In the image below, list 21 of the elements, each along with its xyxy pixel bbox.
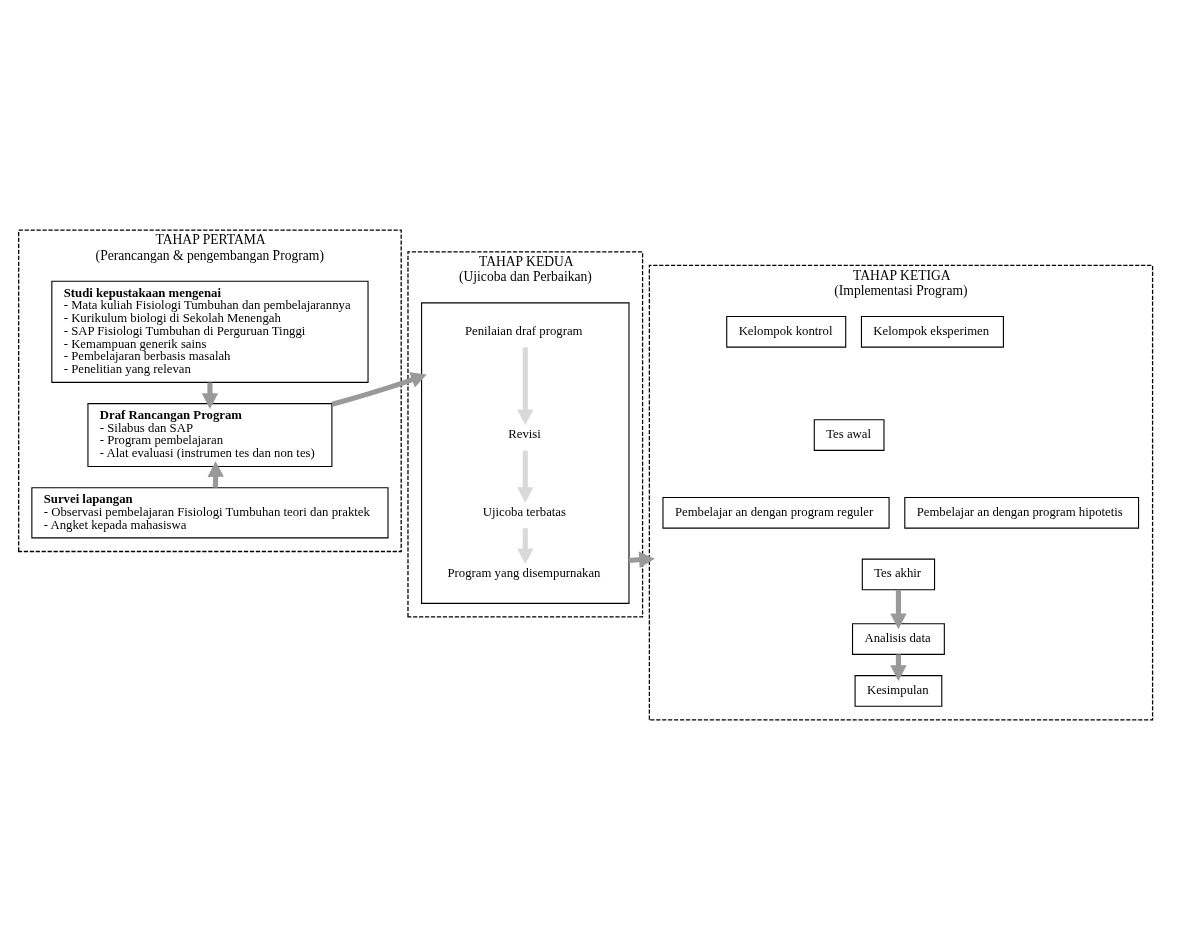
node-box: Pembelajar an dengan program hipotetis [904,496,1140,529]
arrow [517,527,534,564]
arrow [517,450,534,503]
cluster [421,301,630,604]
node-box: Tes awal [813,418,885,451]
node-text: Program yang disempurnakan [447,565,601,580]
node-box: Studi kepustakaan mengenai - Mata kuliah Fisiologi Tumbuhan dan pembelajarannya - Kurikulum biologi di Sekolah Menengah - SAP Fisiologi Tumbuhan di Perguruan Tinggi - Kemampuan generik sains - Pembelajaran berbasis masalah - Penelitian yang relevan [51,280,369,383]
node-text: Ujicoba terbatas [482,504,566,519]
node-box: Tes akhir [861,558,936,590]
node-box: Survei lapangan - Observasi pembelajaran Fisiologi Tumbuhan teori dan praktek - Angket kepada mahasiswa [31,486,389,538]
arrow [517,346,534,425]
node-text: Penilaian draf program [464,323,583,338]
node-box: Kelompok kontrol [726,315,847,348]
node-box: Kesimpulan [854,674,943,707]
node-box: Kelompok eksperimen [860,315,1004,348]
arrow [331,371,427,407]
node-text: Revisi [508,426,541,441]
node-box: Analisis data [851,622,945,655]
arrow [890,589,907,629]
node-box: Draf Rancangan Program - Silabus dan SAP - Program pembelajaran - Alat evaluasi (instrumen tes dan non tes) [87,402,333,467]
node-box: Pembelajar an dengan program reguler [662,496,890,529]
